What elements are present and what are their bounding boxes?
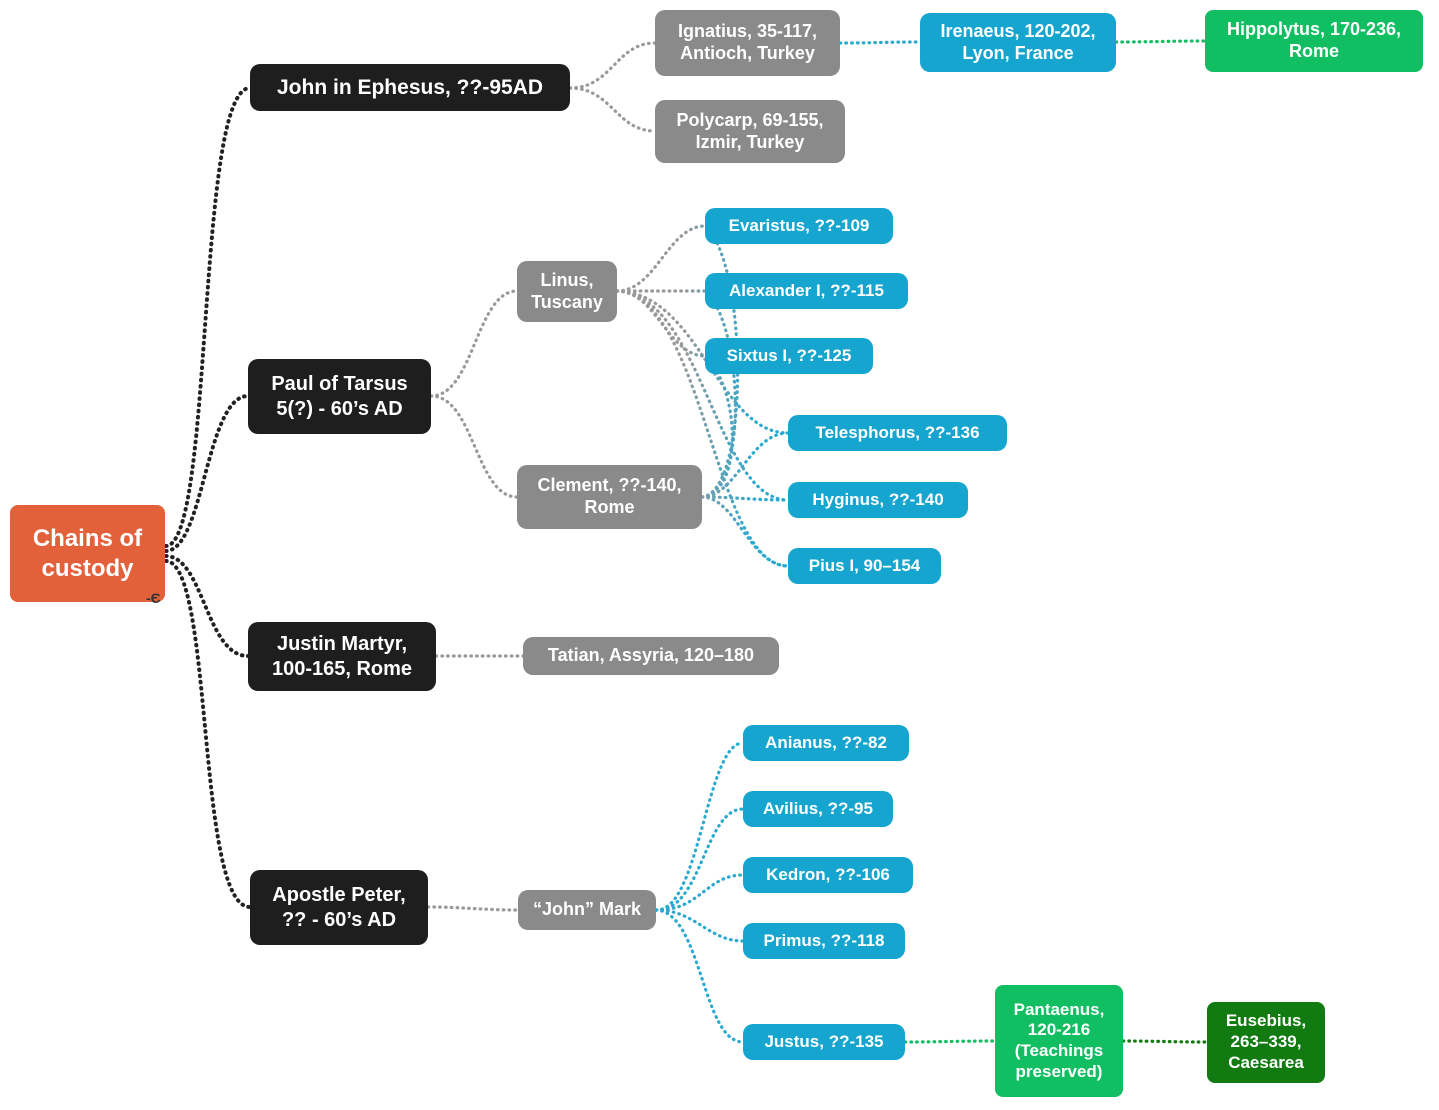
node-hyginus[interactable]: Hyginus, ??-140: [788, 482, 968, 518]
node-label: Tatian, Assyria, 120–180: [547, 645, 755, 666]
node-label: Chains of custody: [32, 525, 143, 582]
node-label: Polycarp, 69-155, Izmir, Turkey: [676, 109, 824, 152]
edge-ignatius-irenaeus: [838, 40, 922, 45]
edge-johnmark-avilius: [654, 807, 745, 912]
edge-linus-evaristus: [615, 224, 707, 293]
edge-root-john: [164, 86, 252, 548]
node-label: Justin Martyr, 100-165, Rome: [271, 633, 413, 680]
node-label: Hyginus, ??-140: [812, 489, 944, 509]
edge-johnmark-primus: [654, 908, 745, 943]
edge-clement-telesphorus: [700, 431, 790, 499]
edge-justus-pantaenus: [903, 1039, 997, 1044]
node-kedron[interactable]: Kedron, ??-106: [743, 857, 913, 893]
node-label: Hippolytus, 170-236, Rome: [1226, 19, 1402, 61]
node-anianus[interactable]: Anianus, ??-82: [743, 725, 909, 761]
node-eusebius[interactable]: Eusebius, 263–339, Caesarea: [1207, 1002, 1325, 1083]
node-justus[interactable]: Justus, ??-135: [743, 1024, 905, 1060]
node-paul-tarsus[interactable]: Paul of Tarsus 5(?) - 60’s AD: [248, 359, 431, 434]
node-primus[interactable]: Primus, ??-118: [743, 923, 905, 959]
edge-clement-pius: [700, 495, 790, 568]
node-label: Kedron, ??-106: [766, 864, 890, 884]
node-hippolytus[interactable]: Hippolytus, 170-236, Rome: [1205, 10, 1423, 72]
node-label: Irenaeus, 120-202, Lyon, France: [940, 20, 1096, 63]
edge-johnmark-anianus: [654, 741, 745, 912]
node-john-ephesus[interactable]: John in Ephesus, ??-95AD: [250, 64, 570, 111]
node-polycarp[interactable]: Polycarp, 69-155, Izmir, Turkey: [655, 100, 845, 163]
node-telesphorus[interactable]: Telesphorus, ??-136: [788, 415, 1007, 451]
node-label: John in Ephesus, ??-95AD: [276, 75, 544, 99]
edge-paul-clement: [429, 394, 519, 499]
edge-linus-hyginus: [615, 289, 790, 502]
root-collapse-handle[interactable]: -Є: [146, 590, 161, 606]
node-pius[interactable]: Pius I, 90–154: [788, 548, 941, 584]
node-label: Alexander I, ??-115: [729, 280, 884, 300]
edge-peter-johnmark: [426, 905, 520, 912]
node-label: Justus, ??-135: [764, 1031, 884, 1051]
node-label: Avilius, ??-95: [763, 798, 873, 818]
edge-john-ignatius: [568, 41, 657, 90]
node-evaristus[interactable]: Evaristus, ??-109: [705, 208, 893, 244]
node-avilius[interactable]: Avilius, ??-95: [743, 791, 893, 827]
node-label: Clement, ??-140, Rome: [537, 475, 682, 517]
edge-root-justin: [164, 554, 250, 658]
node-chains-of-custody[interactable]: Chains of custody: [10, 505, 165, 602]
edge-root-paul: [164, 394, 250, 553]
node-label: “John” Mark: [532, 899, 642, 920]
node-label: Ignatius, 35-117, Antioch, Turkey: [677, 21, 818, 63]
node-apostle-peter[interactable]: Apostle Peter, ?? - 60’s AD: [250, 870, 428, 945]
edge-linus-pius: [615, 289, 790, 568]
edge-clement-alexander: [700, 289, 737, 499]
node-linus[interactable]: Linus, Tuscany: [517, 261, 617, 322]
edge-irenaeus-hippolytus: [1114, 39, 1207, 44]
edge-pantaenus-eusebius: [1121, 1039, 1209, 1044]
node-label: Pius I, 90–154: [808, 555, 921, 575]
edge-clement-sixtus: [700, 354, 734, 499]
node-label: Sixtus I, ??-125: [726, 345, 852, 365]
node-irenaeus[interactable]: Irenaeus, 120-202, Lyon, France: [920, 13, 1116, 72]
node-john-mark[interactable]: “John” Mark: [518, 890, 656, 930]
node-label: Paul of Tarsus 5(?) - 60’s AD: [271, 373, 408, 420]
node-label: Primus, ??-118: [763, 930, 885, 950]
node-sixtus[interactable]: Sixtus I, ??-125: [705, 338, 873, 374]
node-ignatius[interactable]: Ignatius, 35-117, Antioch, Turkey: [655, 10, 840, 76]
node-justin-martyr[interactable]: Justin Martyr, 100-165, Rome: [248, 622, 436, 691]
edge-johnmark-kedron: [654, 873, 745, 912]
edge-clement-hyginus: [700, 495, 790, 502]
node-alexander[interactable]: Alexander I, ??-115: [705, 273, 908, 309]
edge-john-polycarp: [568, 86, 657, 133]
node-label: Telesphorus, ??-136: [815, 422, 980, 442]
node-clement[interactable]: Clement, ??-140, Rome: [517, 465, 702, 529]
node-label: Eusebius, 263–339, Caesarea: [1225, 1011, 1307, 1072]
node-label: Anianus, ??-82: [765, 732, 887, 752]
node-tatian[interactable]: Tatian, Assyria, 120–180: [523, 637, 779, 675]
edge-paul-linus: [429, 289, 519, 398]
node-label: Evaristus, ??-109: [728, 215, 870, 235]
node-pantaenus[interactable]: Pantaenus, 120-216 (Teachings preserved): [995, 985, 1123, 1097]
edge-johnmark-justus: [654, 908, 745, 1044]
node-label: Pantaenus, 120-216 (Teachings preserved): [1013, 999, 1105, 1081]
edge-root-peter: [164, 559, 252, 909]
node-label: Apostle Peter, ?? - 60’s AD: [272, 884, 406, 931]
node-label: Linus, Tuscany: [531, 269, 603, 312]
